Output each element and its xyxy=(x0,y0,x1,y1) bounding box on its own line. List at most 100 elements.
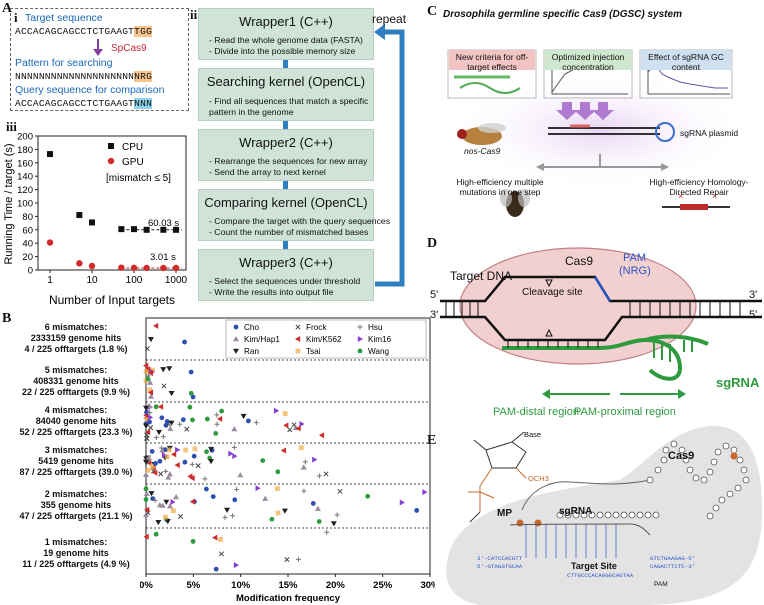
down-arrow-icon xyxy=(93,39,103,56)
offtarget-point xyxy=(145,376,151,382)
offtarget-point xyxy=(204,416,210,422)
criteria-box: New criteria for off-target effects xyxy=(449,50,535,72)
offtarget-point xyxy=(231,426,238,432)
flow-title: Searching kernel (OpenCL) xyxy=(206,74,366,89)
cas9-target-diagram xyxy=(440,247,762,399)
nrg-label: (NRG) xyxy=(619,265,651,277)
y-tick-label: 160 xyxy=(17,158,33,169)
offtarget-point xyxy=(159,502,166,508)
target-site-label: Target Site xyxy=(571,561,617,571)
five-prime-right: 5' xyxy=(749,309,758,321)
panel-a-ii-label: ii xyxy=(190,7,198,22)
x-tick-label: 1 xyxy=(47,275,53,286)
mismatch-group-line: 355 genome hits xyxy=(40,500,112,510)
offtarget-point xyxy=(155,519,162,526)
offtarget-point xyxy=(144,346,150,352)
offtarget-point xyxy=(145,510,151,516)
offtarget-point xyxy=(202,476,208,482)
sgrna-label: sgRNA xyxy=(716,375,760,390)
offtarget-point xyxy=(159,415,165,421)
gpu-point xyxy=(46,239,54,246)
y-tick-label: 200 xyxy=(17,132,33,143)
flow-line: - Write the results into output file xyxy=(209,287,334,297)
offtarget-point xyxy=(150,367,155,373)
gpu-point xyxy=(130,264,138,272)
legend-marker xyxy=(295,336,301,342)
cas9-label: Cas9 xyxy=(565,254,594,268)
x-tick-label: 1000 xyxy=(165,275,188,286)
offtarget-point xyxy=(300,464,307,470)
repeat-label: repeat xyxy=(372,12,407,26)
panel-a-label: A xyxy=(2,1,13,16)
mismatch-group-line: 1 mismatches: xyxy=(44,537,108,547)
offtarget-point xyxy=(230,513,236,519)
offtarget-point xyxy=(191,453,197,459)
flow-connector xyxy=(283,60,288,68)
cpu-point xyxy=(47,151,53,158)
offtarget-point xyxy=(147,379,154,385)
target-dna-label: Target DNA xyxy=(450,269,513,283)
sgrna-e-label: sgRNA xyxy=(559,506,593,517)
offtarget-point xyxy=(269,516,275,522)
offtarget-point xyxy=(147,337,154,343)
flow-box-wrapper1: Wrapper1 (C++) - Read the whole genome d… xyxy=(198,8,374,60)
offtarget-point xyxy=(232,453,238,460)
pattern-sequence: NNNNNNNNNNNNNNNNNNNNNRG xyxy=(15,71,153,82)
offtarget-point xyxy=(218,551,224,557)
y-axis-title: Running Time / target (s) xyxy=(3,143,15,264)
offtarget-point xyxy=(190,394,196,400)
offtarget-point xyxy=(143,490,150,497)
y-tick-label: 60 xyxy=(22,225,33,236)
offtarget-point xyxy=(180,417,186,423)
pattern-heading: Pattern for searching xyxy=(15,57,113,69)
offtarget-point xyxy=(295,425,301,432)
offtarget-point xyxy=(150,463,155,469)
offtarget-point xyxy=(212,534,218,541)
offtarget-point xyxy=(187,473,193,480)
flow-line: - Select the sequences under threshold xyxy=(209,276,361,286)
target-seq-pam: TGG xyxy=(134,26,153,37)
x-tick-label: 0% xyxy=(140,580,153,591)
offtarget-point xyxy=(302,459,308,465)
offtarget-point xyxy=(233,562,240,569)
offtarget-point xyxy=(164,454,170,460)
offtarget-point xyxy=(190,417,195,423)
offtarget-point xyxy=(153,322,159,329)
offtarget-point xyxy=(148,414,154,421)
x-axis-title: Number of Input targets xyxy=(49,293,175,307)
legend-marker xyxy=(233,348,239,354)
y-tick-label: 100 xyxy=(17,199,33,210)
offtarget-point xyxy=(253,420,259,426)
flow-title: Wrapper3 (C++) xyxy=(239,255,333,270)
flow-line: - Count the number of mismatched bases xyxy=(209,227,369,237)
query-heading: Query sequence for comparison xyxy=(15,84,165,96)
x-tick-label: 20% xyxy=(326,580,346,591)
offtarget-point xyxy=(148,491,155,497)
gpu-value-label: 3.01 s xyxy=(150,252,176,263)
offtarget-point xyxy=(143,362,149,369)
y-tick-label: 180 xyxy=(17,145,33,156)
offtarget-point xyxy=(143,471,150,477)
panel-d-label: D xyxy=(427,236,438,251)
offtarget-point xyxy=(298,445,304,451)
offtarget-point xyxy=(189,498,196,505)
offtarget-point xyxy=(152,469,158,476)
flow-connector xyxy=(283,121,288,129)
legend-gpu-marker xyxy=(107,157,115,165)
legend-cpu-label: CPU xyxy=(122,142,143,153)
offtarget-point xyxy=(316,473,322,479)
offtarget-point xyxy=(163,499,170,505)
offtarget-point xyxy=(260,458,266,463)
mp-label: MP xyxy=(497,508,512,519)
flow-line: pattern in the genome xyxy=(209,107,294,117)
x-tick-label: 10 xyxy=(86,275,98,286)
x-tick-label: 30% xyxy=(420,580,435,591)
flow-line: - Find all sequences that match a specif… xyxy=(209,96,369,106)
offtarget-point xyxy=(153,531,159,537)
mismatch-group-line: 22 / 225 offtargets (9.9 %) xyxy=(21,387,131,397)
y-tick-label: 0 xyxy=(28,266,33,277)
legend-box xyxy=(225,319,427,359)
offtarget-point xyxy=(147,389,154,396)
offtarget-point xyxy=(160,367,167,373)
